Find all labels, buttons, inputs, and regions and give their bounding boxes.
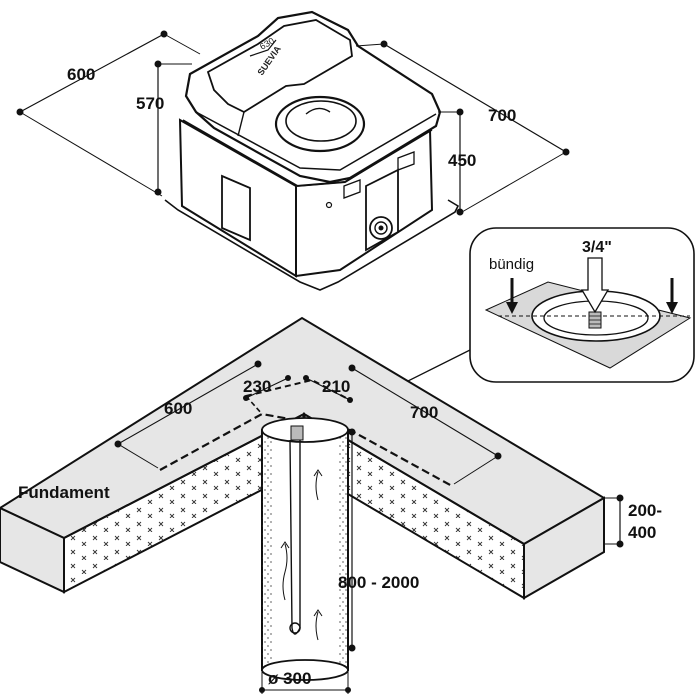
dim-trough-width: 700 [488, 106, 516, 125]
foundation-label: Fundament [18, 483, 110, 502]
inset-detail: bündig 3/4" [352, 227, 695, 410]
dim-thickness-top: 200- [628, 501, 662, 520]
foundation-drawing: Fundament [0, 316, 606, 681]
trough-dimensions: 600 570 700 450 [16, 30, 570, 216]
dim-trough-side-height: 450 [448, 151, 476, 170]
dim-trough-height: 570 [136, 94, 164, 113]
inset-flush-label: bündig [489, 256, 534, 273]
dim-foundation-left: 600 [164, 399, 192, 418]
dim-offset-left: 230 [243, 377, 271, 396]
dim-foundation-right: 700 [410, 403, 438, 422]
dim-pipe-diameter: ø 300 [268, 669, 311, 688]
dim-offset-right: 210 [322, 377, 350, 396]
trough-drawing: 630 SUEVIA [164, 10, 460, 291]
foundation-dimensions: 600 230 210 700 200- 400 800 - 2000 [114, 360, 662, 694]
dim-trough-depth: 600 [67, 65, 95, 84]
dim-thickness-bottom: 400 [628, 523, 656, 542]
dim-pipe-depth: 800 - 2000 [338, 573, 419, 592]
inset-pipe-size: 3/4" [582, 239, 612, 256]
